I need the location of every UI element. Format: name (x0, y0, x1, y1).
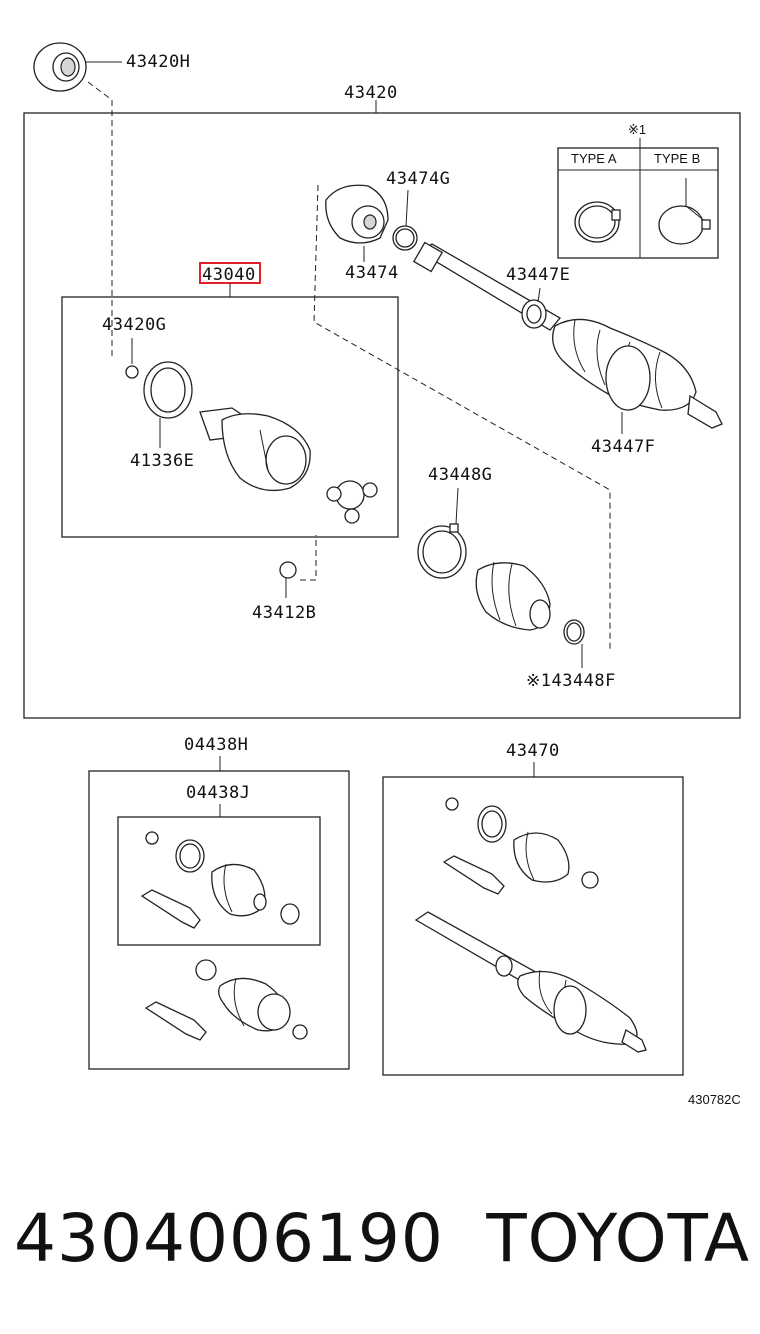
label-04438h[interactable]: 04438H (184, 735, 248, 755)
clamp-type-b[interactable] (658, 178, 711, 245)
footer: 4304006190 TOYOTA (14, 1188, 750, 1288)
label-41336e[interactable]: 41336E (130, 451, 194, 471)
clamp-43448g[interactable] (417, 523, 467, 579)
frame-04438j (117, 816, 321, 946)
drive-shaft-43447e[interactable] (412, 241, 561, 331)
clamp-type-a[interactable] (574, 201, 621, 243)
frame-43420 (23, 112, 741, 719)
label-43420h[interactable]: 43420H (126, 52, 190, 72)
frame-43040 (61, 296, 399, 538)
kit-j-parts[interactable] (140, 831, 300, 929)
label-43420g[interactable]: 43420G (102, 315, 166, 335)
snap-ring-43412b[interactable] (279, 561, 297, 579)
type-a-label: TYPE A (571, 151, 617, 166)
note-mark: ※1 (628, 122, 646, 137)
assembly-43470-parts[interactable] (414, 797, 647, 1053)
clamp-43474g[interactable] (392, 225, 418, 251)
label-43040[interactable]: 43040 (202, 265, 256, 285)
clamp-43448f[interactable] (563, 619, 585, 645)
kit-h-parts[interactable] (144, 959, 308, 1041)
frame-04438h (88, 770, 350, 1070)
label-43448f[interactable]: ※143448F (526, 671, 616, 691)
label-43448g[interactable]: 43448G (428, 465, 492, 485)
label-43474[interactable]: 43474 (345, 263, 399, 283)
frame-43470 (382, 776, 684, 1076)
label-43470[interactable]: 43470 (506, 741, 560, 761)
dynamic-damper-43474[interactable] (325, 184, 389, 244)
label-43447e[interactable]: 43447E (506, 265, 570, 285)
label-43474g[interactable]: 43474G (386, 169, 450, 189)
retainer-ring-41336e[interactable] (143, 361, 193, 419)
inboard-boot[interactable] (475, 561, 551, 631)
clamp-type-box (557, 147, 719, 259)
dust-seal-43420h[interactable] (33, 42, 87, 92)
snap-ring-43420g[interactable] (125, 365, 139, 379)
label-43412b[interactable]: 43412B (252, 603, 316, 623)
outboard-boot-43447f[interactable] (552, 318, 723, 429)
label-04438j[interactable]: 04438J (186, 783, 250, 803)
part-number: 4304006190 (14, 1199, 444, 1277)
brand-name: TOYOTA (486, 1199, 750, 1277)
label-43447f[interactable]: 43447F (591, 437, 655, 457)
label-43420[interactable]: 43420 (344, 83, 398, 103)
inboard-joint-housing[interactable] (199, 407, 311, 492)
parts-diagram: 43420 43420H ※1 TYPE A TYPE B 43474 4347… (23, 42, 741, 1107)
type-b-label: TYPE B (654, 151, 700, 166)
reference-code: 430782C (688, 1092, 741, 1107)
tripod-joint[interactable] (326, 480, 378, 524)
